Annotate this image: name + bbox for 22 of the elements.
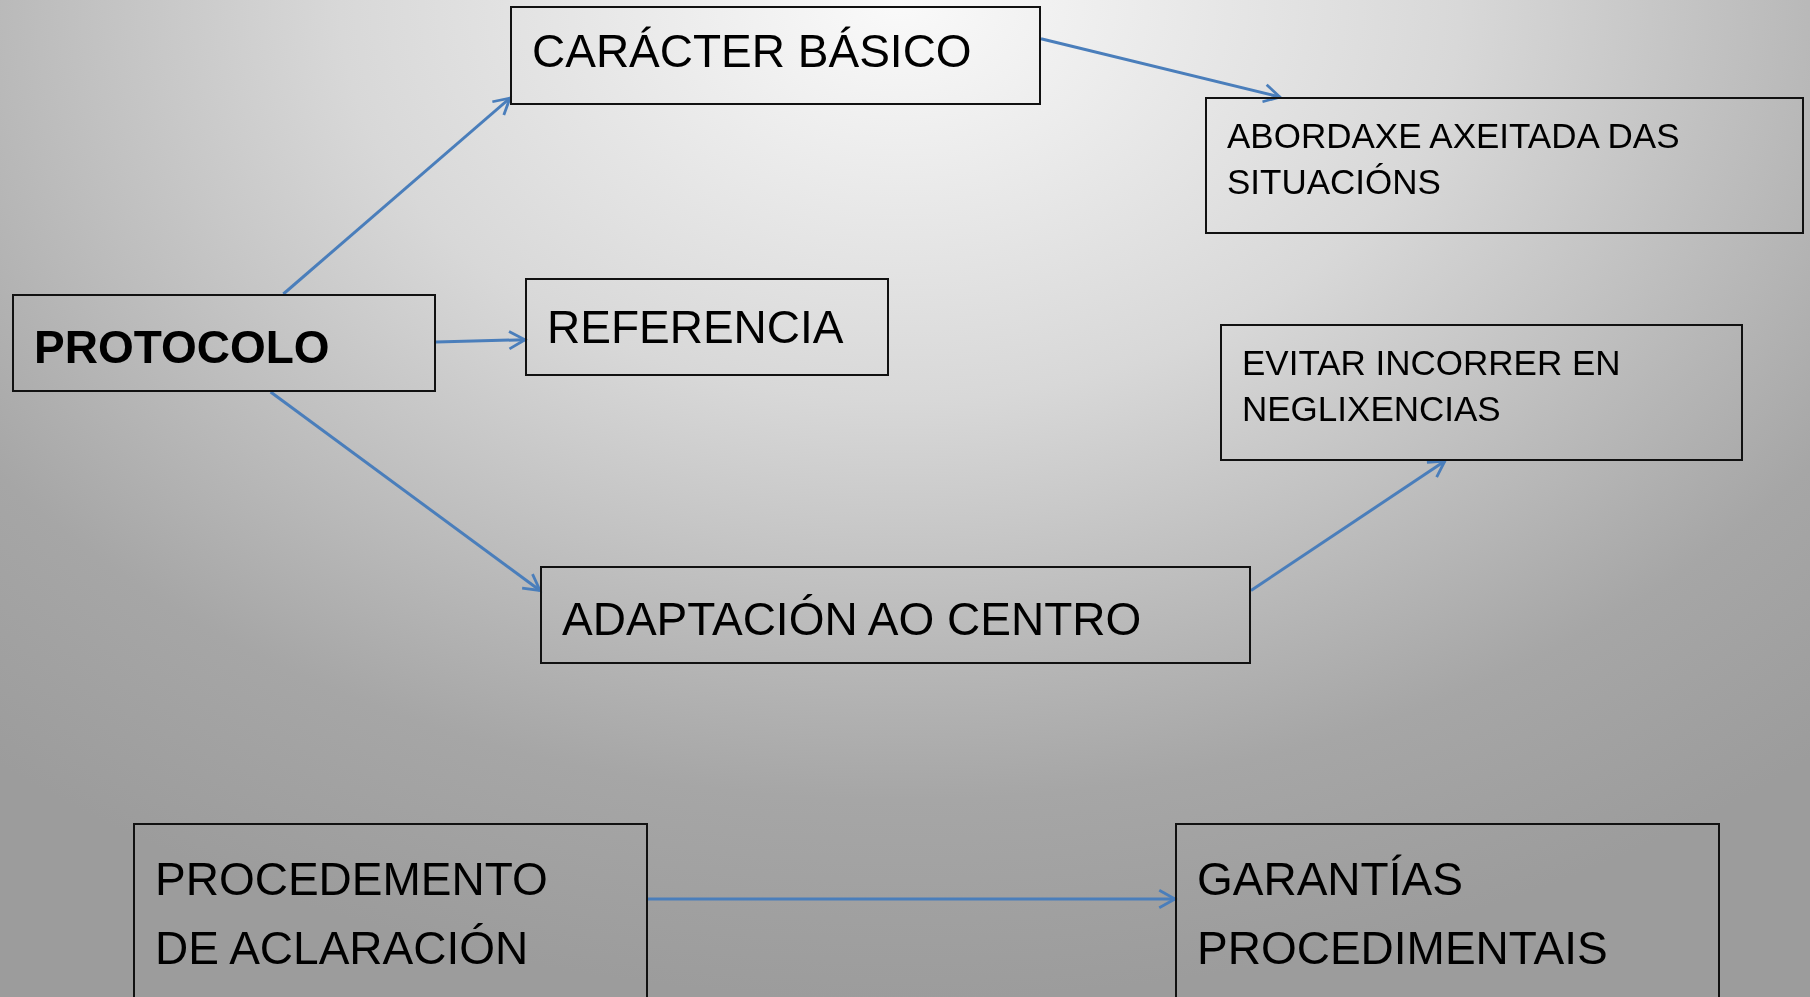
- box-label: CARÁCTER BÁSICO: [532, 24, 972, 79]
- process-box: [1220, 324, 1743, 461]
- arrow: [269, 390, 542, 592]
- box-label: PROTOCOLO: [34, 320, 330, 375]
- box-label: REFERENCIA: [547, 300, 844, 355]
- process-box: [540, 566, 1251, 664]
- arrow: [1040, 37, 1282, 104]
- process-box: [133, 823, 648, 997]
- arrow: [1250, 459, 1447, 592]
- arrow: [435, 330, 527, 351]
- box-label: PROCEDEMENTO DE ACLARACIÓN: [155, 852, 549, 976]
- box-label: EVITAR INCORRER EN NEGLIXENCIAS: [1242, 342, 1622, 430]
- process-box: [525, 278, 889, 376]
- box-label: ABORDAXE AXEITADA DAS SITUACIÓNS: [1227, 115, 1681, 203]
- arrow: [282, 96, 512, 296]
- arrow: [648, 888, 1177, 910]
- box-label: ADAPTACIÓN AO CENTRO: [562, 592, 1142, 647]
- process-box: [510, 6, 1041, 105]
- process-box: [12, 294, 436, 392]
- process-box: [1205, 97, 1804, 234]
- process-box: [1175, 823, 1720, 997]
- box-label: GARANTÍAS PROCEDIMENTAIS: [1197, 852, 1609, 976]
